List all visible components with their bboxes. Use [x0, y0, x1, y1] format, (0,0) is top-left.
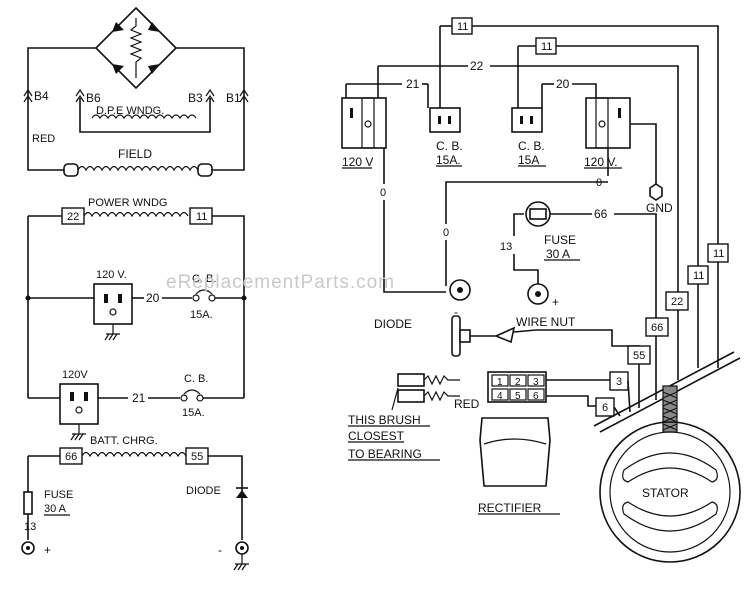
- svg-text:11: 11: [713, 248, 724, 260]
- b6-label: B6: [86, 91, 101, 105]
- tag-3: 3: [609, 371, 629, 391]
- batt-chrg-label: BATT. CHRG.: [90, 435, 158, 447]
- svg-text:22: 22: [671, 296, 683, 308]
- diode-label-right: DIODE: [374, 317, 412, 331]
- cb-right-rating: 15A: [518, 153, 539, 167]
- fuse-label-left: FUSE: [44, 489, 73, 501]
- svg-text:3: 3: [616, 376, 622, 388]
- fuse-rating-left: 30 A: [44, 503, 67, 515]
- tag-22-left: 22: [61, 207, 85, 225]
- svg-text:22: 22: [67, 211, 79, 223]
- cb-right-label: C. B.: [518, 139, 545, 153]
- terminal-6: 6: [533, 391, 539, 402]
- minus-right: -: [454, 305, 458, 319]
- tag-55-right: 55: [627, 345, 651, 365]
- outlet-right-voltage: 120 V.: [584, 155, 618, 169]
- wire-nut-label: WIRE NUT: [516, 315, 576, 329]
- fuse-label-right: FUSE: [544, 233, 576, 247]
- wire-0-small: 0: [443, 227, 449, 239]
- cb1-label: C. B.: [192, 273, 216, 285]
- svg-text:11: 11: [196, 211, 207, 223]
- gnd-label: GND: [646, 201, 673, 215]
- stator-label: STATOR: [642, 486, 689, 500]
- wire-66-right: 66: [594, 207, 608, 221]
- terminal-1: 1: [497, 377, 503, 388]
- terminal-3: 3: [533, 377, 539, 388]
- fuse-rating-right: 30 A: [546, 247, 570, 261]
- brush-note-1: THIS BRUSH: [348, 413, 421, 427]
- svg-text:11: 11: [457, 21, 468, 33]
- power-winding-circuit: POWER WNDG 22 11 120 V. 20 C. B. 15A.: [25, 197, 247, 441]
- wire-20-left: 20: [146, 291, 160, 305]
- wire-13-right: 13: [500, 241, 512, 253]
- power-winding-label: POWER WNDG: [88, 197, 167, 209]
- red-label: RED: [32, 133, 55, 145]
- cb-left-rating: 15A.: [436, 153, 461, 167]
- battery-charge-circuit: BATT. CHRG. 66 55 FUSE 30 A 13 + DIODE -: [21, 435, 249, 571]
- cb-left-label: C. B.: [436, 139, 463, 153]
- wire-13-left: 13: [24, 521, 36, 533]
- svg-text:66: 66: [65, 451, 77, 463]
- outlet-left-voltage: 120 V: [342, 155, 373, 169]
- svg-text:11: 11: [693, 270, 704, 282]
- tag-11-b: 11: [687, 265, 709, 285]
- tag-55-left: 55: [185, 447, 209, 465]
- field-label: FIELD: [118, 147, 152, 161]
- red-label-right: RED: [454, 397, 480, 411]
- wire-21-right: 21: [406, 77, 420, 91]
- dpe-winding-label: D.P.E WNDG.: [96, 105, 164, 117]
- svg-text:6: 6: [602, 402, 608, 414]
- svg-text:66: 66: [651, 322, 663, 334]
- tag-11-mid: 11: [535, 37, 557, 55]
- tag-66-right: 66: [645, 317, 669, 337]
- plus-right: +: [552, 295, 559, 309]
- cb2-label: C. B.: [184, 373, 208, 385]
- tag-11-top: 11: [451, 17, 473, 35]
- tag-11-a: 11: [707, 243, 729, 263]
- tag-22-right: 22: [665, 291, 689, 311]
- b1-label: B1: [226, 91, 241, 105]
- svg-text:55: 55: [191, 451, 203, 463]
- wire-20-right: 20: [556, 77, 570, 91]
- outlet2-voltage: 120V: [62, 369, 88, 381]
- bridge-field-circuit: B4 B6 B3 B1 D.P.E WNDG. RED FIELD: [23, 6, 249, 177]
- rectifier-label: RECTIFIER: [478, 501, 542, 515]
- plus-left: +: [44, 543, 51, 557]
- tag-11-left: 11: [189, 207, 213, 225]
- wire-22-right: 22: [470, 59, 484, 73]
- tag-6: 6: [595, 397, 615, 417]
- wire-0-right: 0: [596, 177, 602, 189]
- outlet1-voltage: 120 V.: [96, 269, 127, 281]
- svg-text:11: 11: [541, 41, 552, 53]
- wire-0-left: 0: [380, 187, 386, 199]
- brush-note-2: CLOSEST: [348, 429, 405, 443]
- tag-66-left: 66: [59, 447, 83, 465]
- terminal-4: 4: [497, 391, 503, 402]
- minus-left: -: [218, 543, 222, 557]
- cb1-rating: 15A.: [190, 309, 213, 321]
- cb2-rating: 15A.: [182, 407, 205, 419]
- wire-21-left: 21: [132, 391, 146, 405]
- terminal-5: 5: [515, 391, 521, 402]
- b3-label: B3: [188, 91, 203, 105]
- b4-label: B4: [34, 89, 49, 103]
- terminal-2: 2: [515, 377, 521, 388]
- brush-note-3: TO BEARING: [348, 447, 422, 461]
- watermark: eReplacementParts.com: [166, 272, 395, 293]
- svg-text:55: 55: [633, 350, 645, 362]
- harness-circuit: 11 22 11 21 20 120 V: [341, 17, 741, 563]
- diode-label-left: DIODE: [186, 485, 221, 497]
